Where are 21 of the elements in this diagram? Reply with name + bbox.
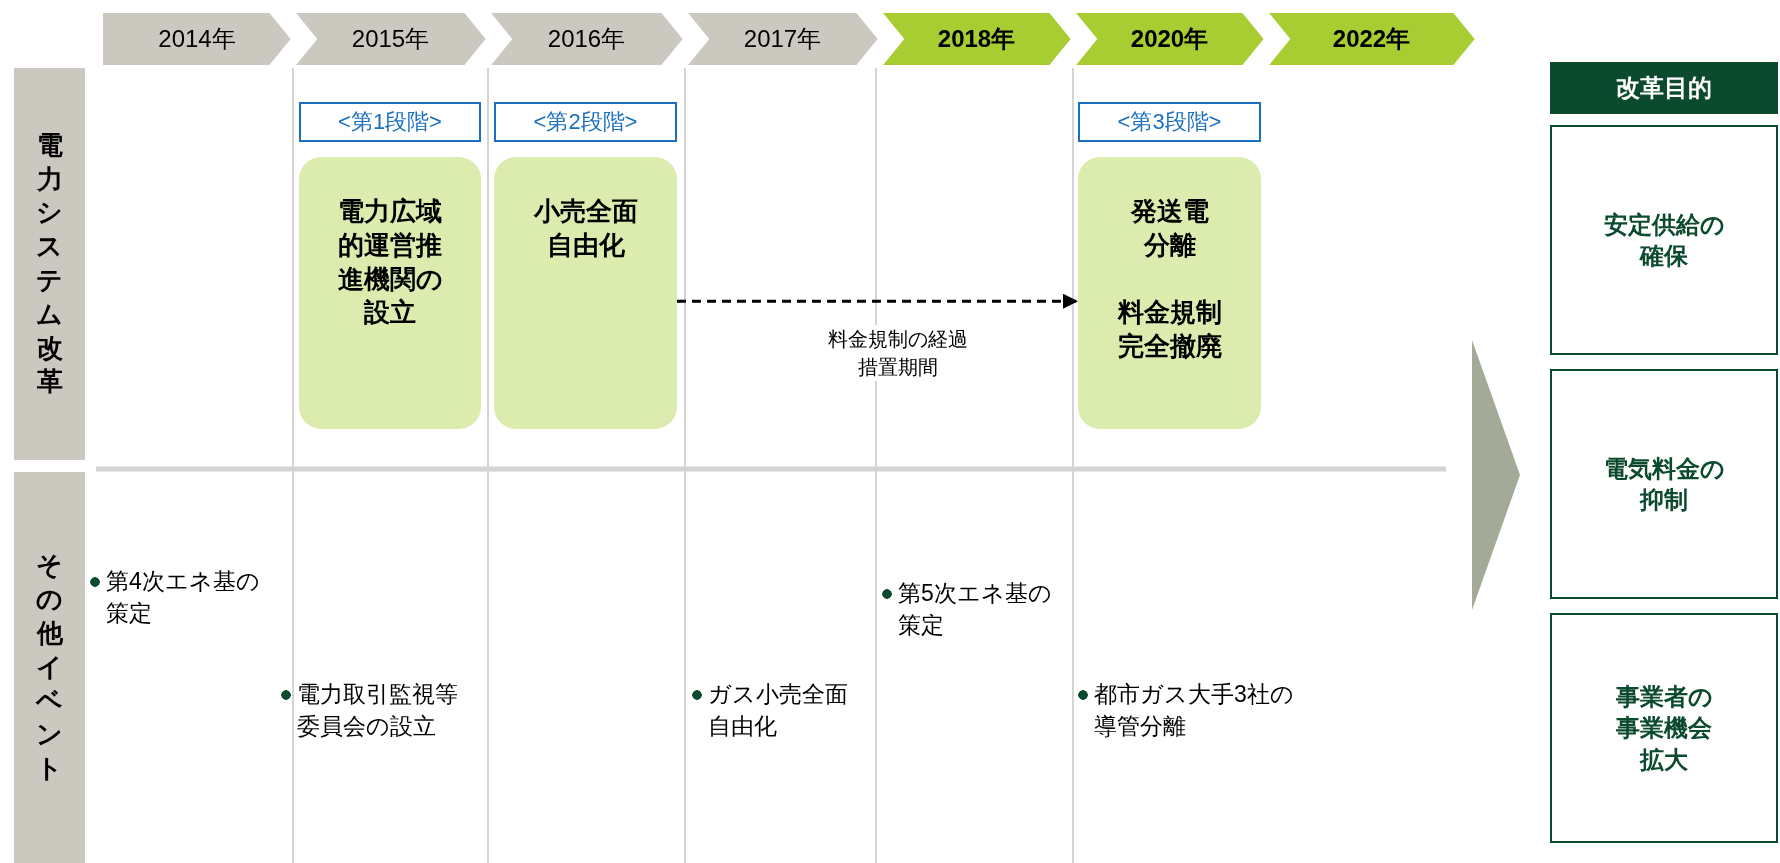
goal-box: 事業者の事業機会拡大 bbox=[1550, 613, 1778, 843]
year-header: 2018年 bbox=[881, 12, 1072, 66]
row-header: その他イベント bbox=[14, 472, 85, 863]
year-header: 2014年 bbox=[102, 12, 292, 66]
milestone-box: 小売全面自由化 bbox=[494, 157, 677, 429]
goal-header: 改革目的 bbox=[1550, 62, 1778, 114]
edge-label: 料金規制の経過措置期間 bbox=[827, 325, 968, 382]
milestone-box: 電力広域的運営推進機関の設立 bbox=[299, 157, 481, 429]
stage-label: <第2段階> bbox=[494, 102, 677, 142]
arrow bbox=[677, 293, 1078, 309]
row-header: 電力システム改革 bbox=[14, 68, 85, 460]
year-header: 2016年 bbox=[489, 12, 684, 66]
stage-label: <第1段階> bbox=[299, 102, 481, 142]
milestone-box: 発送電分離 料金規制完全撤廃 bbox=[1078, 157, 1261, 429]
stage-label: <第3段階> bbox=[1078, 102, 1261, 142]
year-header: 2022年 bbox=[1267, 12, 1476, 66]
year-header: 2015年 bbox=[294, 12, 487, 66]
year-header: 2017年 bbox=[686, 12, 879, 66]
year-header: 2020年 bbox=[1074, 12, 1265, 66]
goal-box: 電気料金の抑制 bbox=[1550, 369, 1778, 599]
goal-box: 安定供給の確保 bbox=[1550, 125, 1778, 355]
